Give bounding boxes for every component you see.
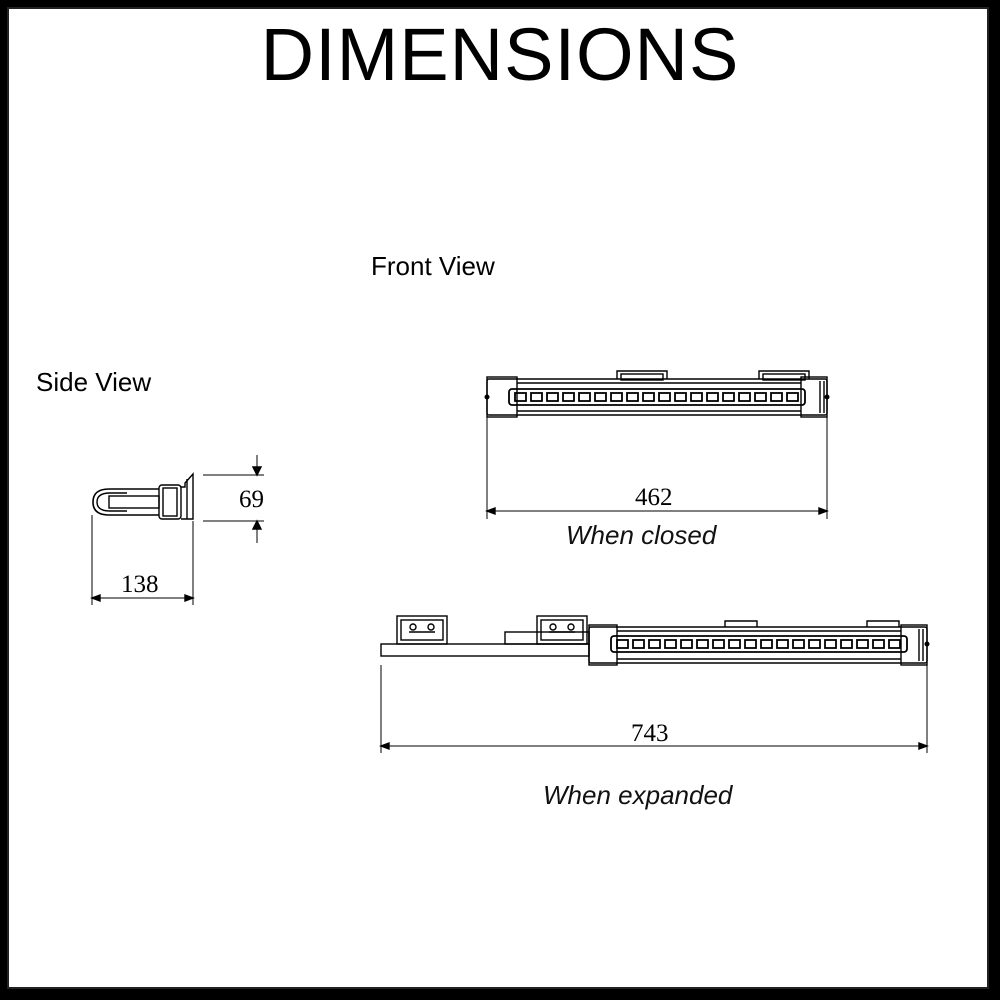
expanded-width-value: 743	[631, 720, 669, 747]
led-cell	[514, 392, 527, 402]
drawing-frame: DIMENSIONS Front View Side View When clo…	[7, 7, 989, 989]
led-cell	[738, 392, 751, 402]
side-view-drawing	[90, 455, 264, 605]
led-cell	[706, 392, 719, 402]
led-cell	[840, 639, 853, 649]
led-cell	[744, 639, 757, 649]
page-title: DIMENSIONS	[260, 13, 740, 96]
front-view-label: Front View	[371, 251, 495, 281]
expanded-fixture-drawing	[379, 615, 930, 753]
led-cell	[770, 392, 783, 402]
led-cell	[690, 392, 703, 402]
led-cell	[642, 392, 655, 402]
led-cell	[658, 392, 671, 402]
technical-drawing: 69 138	[90, 370, 930, 753]
led-cell	[530, 392, 543, 402]
led-cell	[610, 392, 623, 402]
led-cell	[728, 639, 741, 649]
led-cell	[578, 392, 591, 402]
led-cell	[722, 392, 735, 402]
led-cell	[824, 639, 837, 649]
side-height-value: 69	[239, 486, 264, 513]
led-cell	[776, 639, 789, 649]
led-cell	[808, 639, 821, 649]
expanded-caption: When expanded	[543, 780, 733, 810]
led-cell	[696, 639, 709, 649]
led-cell	[792, 639, 805, 649]
closed-width-value: 462	[635, 484, 673, 511]
led-cell	[680, 639, 693, 649]
led-cell	[616, 639, 629, 649]
led-cell	[760, 639, 773, 649]
led-cell	[888, 639, 901, 649]
led-cell	[626, 392, 639, 402]
led-cell	[872, 639, 885, 649]
side-view-label: Side View	[36, 367, 152, 397]
led-cell	[754, 392, 767, 402]
closed-fixture-drawing	[484, 370, 830, 519]
closed-caption: When closed	[566, 520, 717, 550]
led-cell	[648, 639, 661, 649]
led-cell	[664, 639, 677, 649]
led-cell	[786, 392, 799, 402]
led-cell	[562, 392, 575, 402]
led-cell	[712, 639, 725, 649]
side-depth-value: 138	[121, 571, 159, 598]
led-cell	[546, 392, 559, 402]
led-cell	[594, 392, 607, 402]
led-cell	[674, 392, 687, 402]
led-cell	[856, 639, 869, 649]
led-cell	[632, 639, 645, 649]
